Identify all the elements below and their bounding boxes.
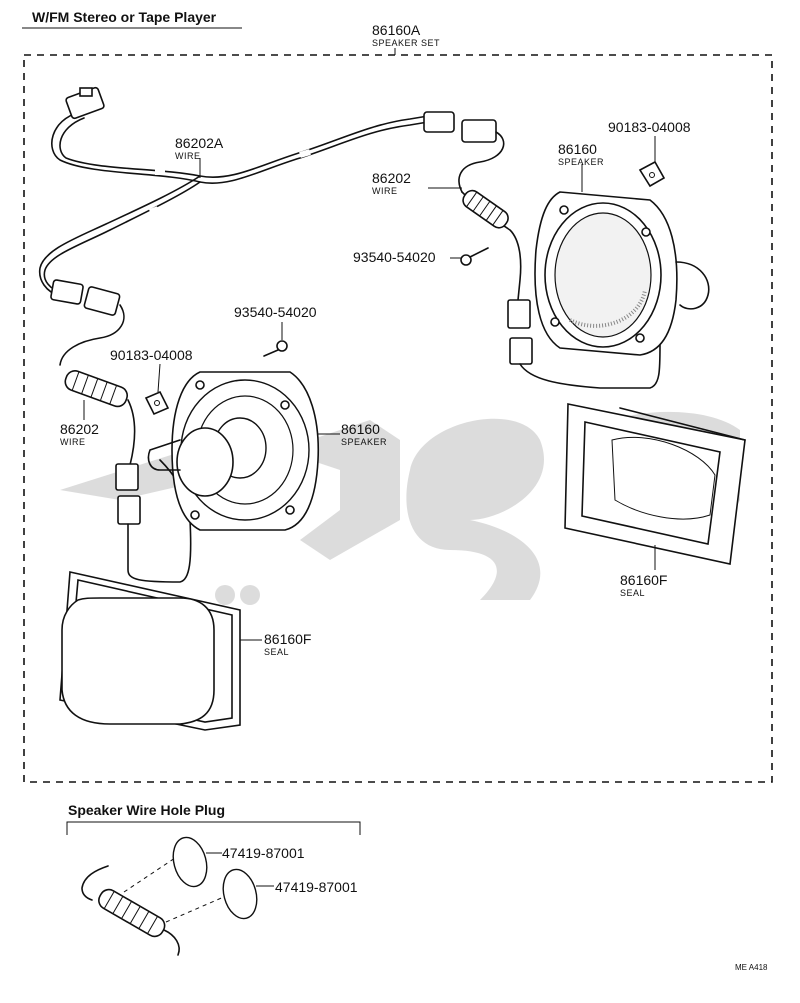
screw-left-number: 93540-54020 — [234, 304, 317, 320]
clip-left-drawing — [144, 390, 170, 416]
wire-harness-number: 86202A — [175, 135, 224, 151]
speaker-right-number: 86160 — [558, 141, 597, 157]
screw-right-drawing — [460, 247, 489, 266]
wire-harness-drawing — [38, 86, 455, 305]
plug-1-number: 47419-87001 — [222, 845, 305, 861]
wire-right-drawing — [458, 119, 661, 389]
plug-section-title: Speaker Wire Hole Plug — [68, 802, 225, 818]
header-group: W/FM Stereo or Tape Player — [22, 9, 242, 29]
plug-section-bracket — [66, 821, 361, 835]
screw-right-number: 93540-54020 — [353, 249, 436, 265]
seal-right-name: SEAL — [620, 588, 645, 598]
speaker-set-name: SPEAKER SET — [372, 38, 440, 48]
speaker-right-name: SPEAKER — [558, 157, 604, 167]
wire-harness-name: WIRE — [175, 151, 201, 161]
wire-left-name: WIRE — [60, 437, 86, 447]
figure-code: ME A418 — [735, 963, 768, 972]
wire-right-number: 86202 — [372, 170, 411, 186]
plug-section: Speaker Wire Hole Plug 47419-87001 — [66, 802, 361, 956]
speaker-set-number: 86160A — [372, 22, 421, 38]
speaker-left-drawing — [147, 371, 320, 531]
screw-left-drawing — [263, 340, 288, 357]
clip-right-number: 90183-04008 — [608, 119, 691, 135]
seal-left-drawing — [59, 571, 241, 731]
clip-right-drawing — [638, 160, 666, 188]
plug-1-drawing — [172, 836, 208, 888]
plug-2-number: 47419-87001 — [275, 879, 358, 895]
seal-right-number: 86160F — [620, 572, 667, 588]
wire-left-number: 86202 — [60, 421, 99, 437]
speaker-set-frame — [23, 48, 773, 783]
plug-2-drawing — [222, 868, 258, 920]
seal-right-drawing — [564, 403, 746, 565]
seal-left-name: SEAL — [264, 647, 289, 657]
speaker-left-name: SPEAKER — [341, 437, 387, 447]
leader-clip-left — [157, 363, 161, 393]
plug-wire-drawing — [81, 855, 227, 956]
page-title: W/FM Stereo or Tape Player — [32, 9, 217, 25]
speaker-right-drawing — [534, 191, 710, 356]
speaker-left-number: 86160 — [341, 421, 380, 437]
seal-left-number: 86160F — [264, 631, 311, 647]
wire-right-name: WIRE — [372, 186, 398, 196]
clip-left-number: 90183-04008 — [110, 347, 193, 363]
